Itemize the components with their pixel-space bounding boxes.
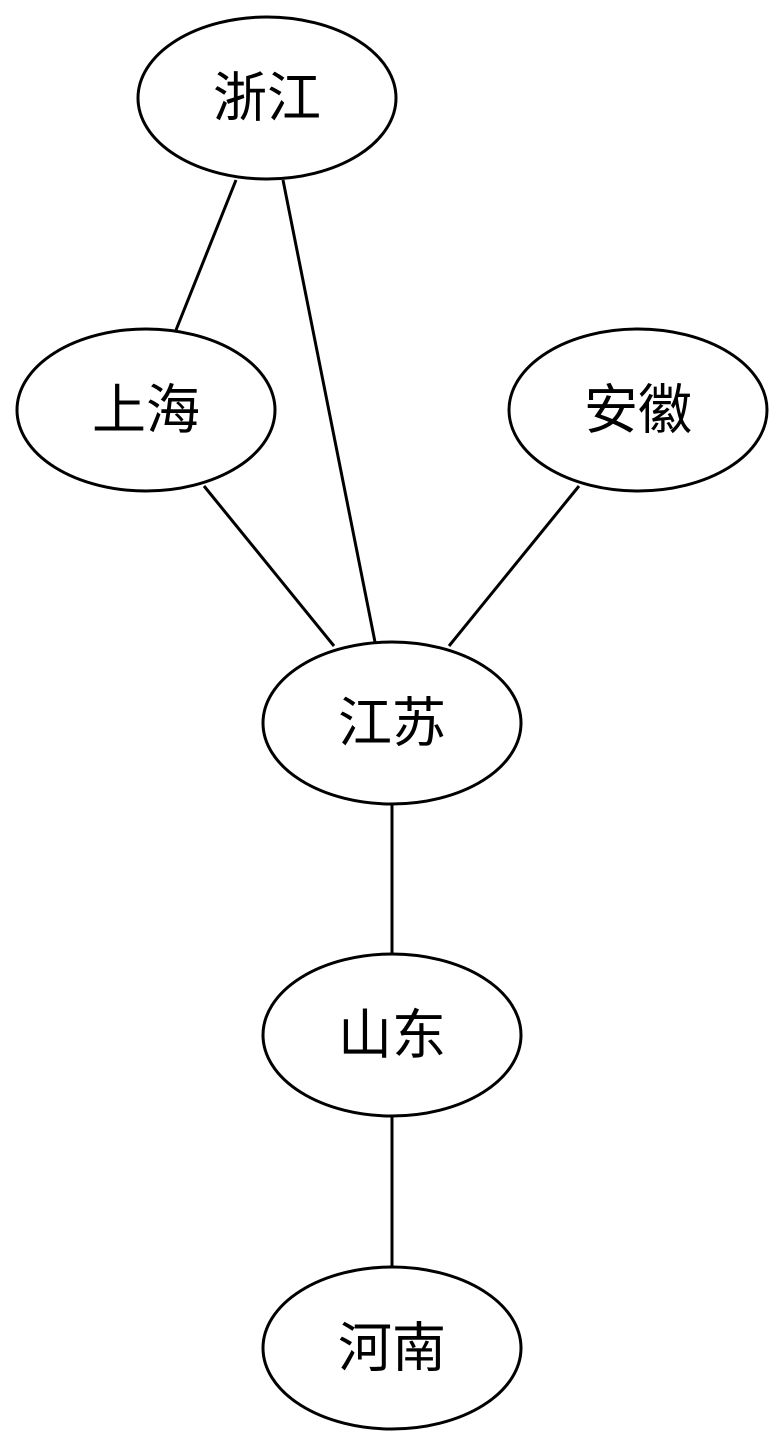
edges-group (174, 179, 581, 1267)
node-label: 河南 (338, 1317, 446, 1380)
edge-zhejiang-shanghai (174, 179, 238, 331)
node-ellipse (507, 327, 769, 493)
node-ellipse (136, 15, 398, 181)
node-anhui[interactable]: 安徽 (507, 327, 769, 493)
node-ellipse (261, 640, 523, 806)
node-label: 山东 (338, 1004, 446, 1067)
node-ellipse (261, 1265, 523, 1431)
node-ellipse (15, 327, 277, 493)
node-jiangsu[interactable]: 江苏 (261, 640, 523, 806)
node-henan[interactable]: 河南 (261, 1265, 523, 1431)
node-label: 上海 (92, 379, 200, 442)
node-label: 浙江 (213, 67, 321, 130)
node-shandong[interactable]: 山东 (261, 952, 523, 1118)
node-zhejiang[interactable]: 浙江 (136, 15, 398, 181)
node-shanghai[interactable]: 上海 (15, 327, 277, 493)
node-ellipse (261, 952, 523, 1118)
edge-zhejiang-jiangsu (281, 179, 377, 643)
node-label: 安徽 (584, 379, 692, 442)
edge-anhui-jiangsu (447, 485, 581, 647)
edge-shanghai-jiangsu (202, 485, 336, 647)
node-label: 江苏 (338, 692, 446, 755)
